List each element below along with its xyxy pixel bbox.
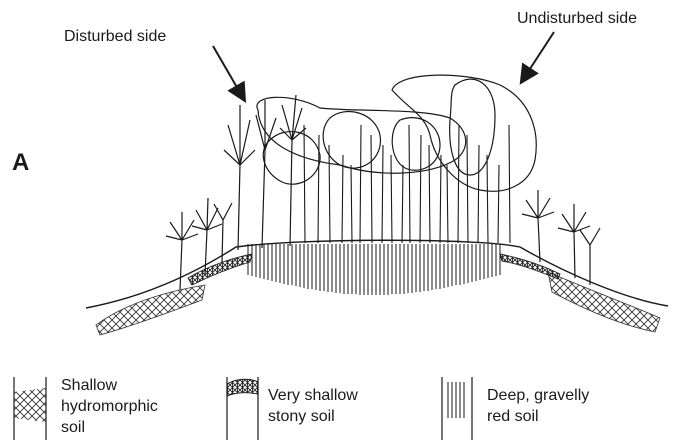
tree-trunk [509, 125, 510, 243]
undisturbed-arrow [524, 32, 554, 78]
tree-trunk [478, 145, 479, 243]
tree-trunk [329, 145, 330, 243]
tree-trunk [342, 155, 343, 243]
tree-trunk [429, 145, 430, 243]
ground-profile [86, 240, 668, 335]
tree-trunk [487, 155, 488, 243]
tree-trunk [402, 165, 403, 243]
tree-trunk [458, 125, 459, 243]
disturbed-arrow [213, 46, 242, 96]
stony-soil-right [500, 254, 560, 279]
legend-symbol-gravelly [442, 377, 472, 440]
tree-trunk [420, 135, 421, 243]
tree-trunk [467, 135, 468, 243]
tree-trunk [382, 145, 383, 243]
hydromorphic-soil-right [548, 272, 660, 332]
tree-trunk [371, 135, 372, 243]
tree-trunk [318, 135, 319, 243]
hydromorphic-soil-left [96, 285, 205, 335]
undisturbed-side-label: Undisturbed side [517, 10, 637, 27]
disturbed-side-label: Disturbed side [64, 28, 166, 45]
legend-symbol-hydromorphic [14, 377, 46, 440]
legend-label-gravelly: Deep, gravelly red soil [487, 385, 589, 427]
tree-trunk [409, 125, 410, 243]
tree-trunk [304, 125, 305, 243]
legend-label-hydromorphic: Shallow hydromorphic soil [61, 375, 158, 438]
legend-symbol-stony [227, 377, 258, 440]
forest-canopy [257, 75, 536, 191]
panel-letter: A [12, 149, 29, 176]
legend-label-stony: Very shallow stony soil [268, 385, 358, 427]
tree-trunk [440, 155, 441, 243]
tree-trunk [447, 165, 448, 243]
tree-trunk [498, 165, 499, 243]
deep-gravelly-soil [248, 244, 500, 295]
tree-trunk [351, 165, 352, 243]
tree-trunks [304, 125, 510, 243]
tree-trunk [391, 155, 392, 243]
tree-trunk [360, 125, 361, 243]
